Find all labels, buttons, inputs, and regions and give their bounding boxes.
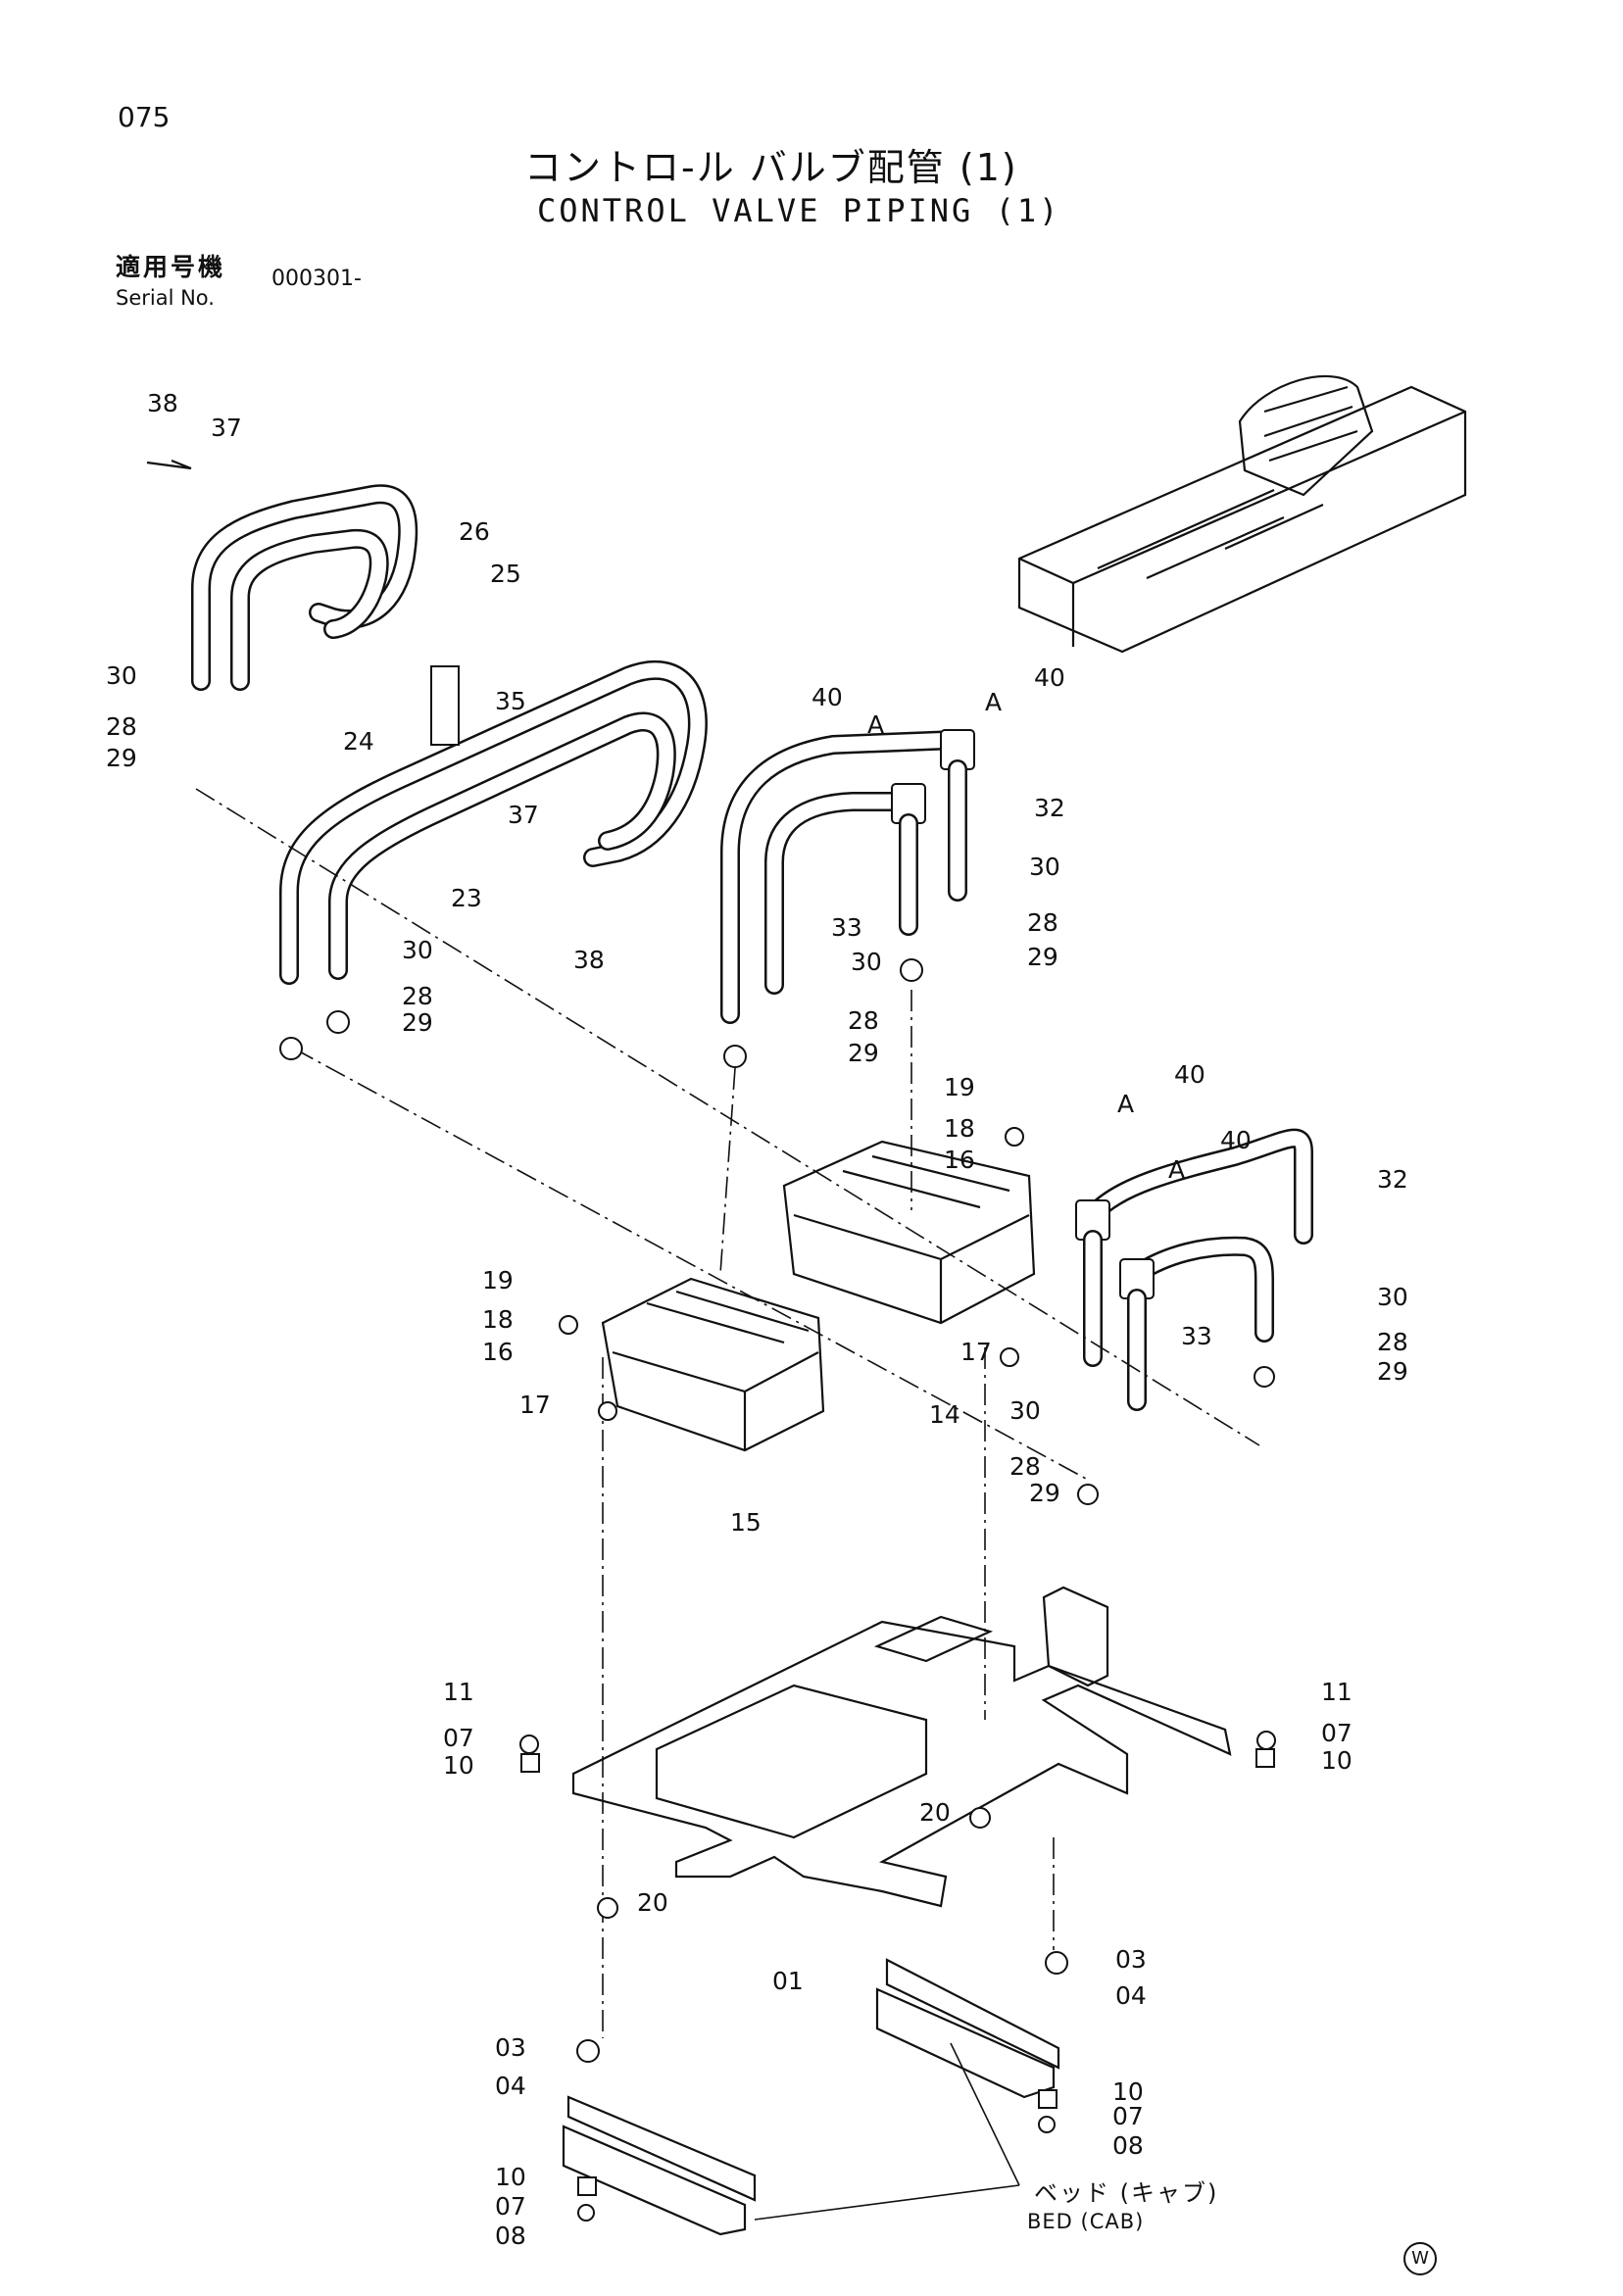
callout-07: 07 [443,1724,474,1752]
callout-30: 30 [1377,1283,1408,1311]
control-valve-15 [601,1277,825,1452]
callout-25: 25 [490,560,521,588]
callout-29: 29 [402,1008,433,1037]
callout-08: 08 [1112,2131,1144,2160]
callout-a: A [985,688,1002,716]
control-valve-14 [782,1140,1036,1325]
callout-38: 38 [147,389,178,417]
callout-07: 07 [1112,2102,1144,2130]
serial-label-japanese: 適用号機 [116,253,226,281]
callout-01: 01 [772,1967,804,1995]
callout-10: 10 [443,1751,474,1780]
callout-20: 20 [919,1798,951,1827]
callout-28: 28 [106,712,137,741]
callout-a: A [867,710,884,739]
bed-label-japanese: ベッド (キャブ) [1034,2179,1219,2207]
corner-mark: W [1403,2242,1437,2275]
callout-40: 40 [1174,1060,1205,1089]
callout-20: 20 [637,1888,668,1917]
callout-a: A [1117,1090,1134,1118]
callout-19: 19 [482,1266,514,1295]
pipe-group-32-33-lower [1075,1128,1313,1411]
callout-18: 18 [482,1305,514,1334]
callout-28: 28 [1027,908,1058,937]
callout-30: 30 [1029,853,1060,881]
bed-rails [562,1958,1060,2236]
callout-38: 38 [573,946,605,974]
callout-33: 33 [1181,1322,1212,1350]
callout-17: 17 [519,1391,551,1419]
callout-07: 07 [495,2192,526,2221]
callout-28: 28 [848,1006,879,1035]
bed-leader [754,2042,1020,2221]
callout-10: 10 [495,2163,526,2191]
callout-32: 32 [1377,1165,1408,1194]
callout-29: 29 [1377,1357,1408,1386]
serial-number-value: 000301- [271,267,362,291]
callout-29: 29 [106,744,137,772]
callout-29: 29 [1029,1479,1060,1507]
callout-40: 40 [1220,1126,1252,1154]
callout-17: 17 [960,1338,992,1366]
callout-28: 28 [402,982,433,1010]
callout-16: 16 [944,1146,975,1174]
mounting-plate-01 [571,1586,1232,1908]
pipe-group-25-26 [191,484,418,691]
callout-30: 30 [402,936,433,964]
callout-26: 26 [459,517,490,546]
pipe-group-32-33-upper [720,729,975,1024]
callout-33: 33 [831,913,862,942]
callout-23: 23 [451,884,482,912]
callout-29: 29 [1027,943,1058,971]
page-title-japanese: コントロ-ル バルブ配管 (1) [524,146,1018,189]
callout-04: 04 [1115,1981,1147,2010]
callout-30: 30 [106,661,137,690]
callout-16: 16 [482,1338,514,1366]
callout-15: 15 [730,1508,762,1537]
callout-30: 30 [851,948,882,976]
callout-19: 19 [944,1073,975,1101]
callout-04: 04 [495,2072,526,2100]
callout-40: 40 [1034,663,1065,692]
callout-10: 10 [1321,1746,1352,1775]
page-number: 075 [118,101,171,133]
callout-24: 24 [343,727,374,756]
callout-11: 11 [443,1678,474,1706]
callout-30: 30 [1009,1396,1041,1425]
pipe-group-23-24 [279,659,708,985]
callout-labels: 38 37 26 25 30 28 29 24 35 37 23 38 30 2… [106,389,1408,2250]
callout-10: 10 [1112,2077,1144,2106]
callout-32: 32 [1034,794,1065,822]
callout-03: 03 [1115,1945,1147,1974]
serial-label-english: Serial No. [116,286,215,310]
callout-07: 07 [1321,1719,1352,1747]
machine-frame-inset [1017,374,1467,654]
page-title-english: CONTROL VALVE PIPING (1) [537,192,1061,229]
bed-label-english: BED (CAB) [1027,2210,1145,2233]
assembly-center-lines [195,788,1260,2038]
callout-28: 28 [1009,1452,1041,1481]
callout-29: 29 [848,1039,879,1067]
callout-18: 18 [944,1114,975,1143]
callout-08: 08 [495,2222,526,2250]
callout-37: 37 [211,414,242,442]
callout-11: 11 [1321,1678,1352,1706]
callout-40: 40 [812,683,843,711]
callout-35: 35 [495,687,526,715]
callout-a: A [1168,1155,1185,1184]
callout-28: 28 [1377,1328,1408,1356]
callout-03: 03 [495,2033,526,2062]
callout-14: 14 [929,1400,960,1429]
callout-37: 37 [508,801,539,829]
fasteners [146,459,1276,2222]
